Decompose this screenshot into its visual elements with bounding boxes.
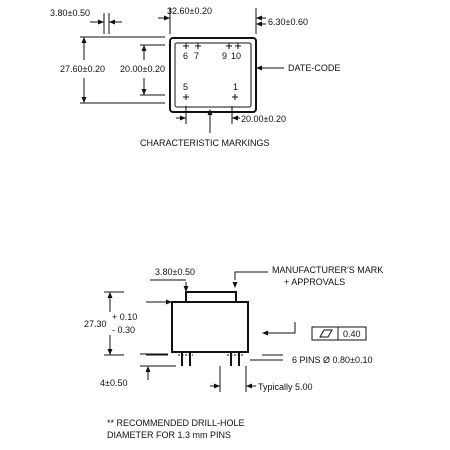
dim-left-offset-extension [103, 13, 110, 34]
manufacturer-leader [234, 271, 268, 280]
package-cap-side [185, 291, 237, 302]
manufacturer-mark-label: MANUFACTURER'S MARK [272, 265, 383, 275]
package-outline-top [169, 37, 257, 113]
dim-height-outer-label: 27.60±0.20 [60, 64, 105, 74]
dim-height-tol-minus: - 0.30 [112, 325, 135, 335]
dim-bottom-extension [185, 106, 233, 124]
top-view: 6 7 9 10 5 1 32.60±0.20 6.30±0.60 3.80±0… [50, 6, 340, 148]
pin-label-7: 7 [194, 51, 199, 61]
pin-label-5: 5 [183, 82, 188, 92]
dim-height-outer-extension [80, 36, 165, 104]
dim-height-side-value: 27.30 [84, 319, 107, 329]
pin-label-10: 10 [231, 51, 241, 61]
flatness-value: 0.40 [343, 329, 361, 339]
footnote-line2: DIAMETER FOR 1.3 mm PINS [107, 430, 231, 440]
pins-note-label: 6 PINS Ø 0.80±0.10 [292, 355, 373, 365]
flatness-symbol [311, 326, 367, 341]
typical-label: Typically 5.00 [258, 382, 313, 392]
pin-markers [183, 43, 241, 100]
side-view: 3.80±0.50 MANUFACTURER'S MARK + APPROVAL… [84, 265, 383, 392]
flatness-leader [268, 322, 296, 334]
footnote-line1: ** RECOMMENDED DRILL-HOLE [107, 418, 245, 428]
pin-label-6: 6 [183, 51, 188, 61]
dim-width-label: 32.60±0.20 [167, 6, 212, 16]
characteristic-markings-label: CHARACTERISTIC MARKINGS [140, 138, 270, 148]
dim-left-offset-label: 3.80±0.50 [50, 8, 90, 18]
pin-length-label: 4±0.50 [100, 378, 127, 388]
approvals-label: + APPROVALS [284, 277, 345, 287]
package-inner-outline-top [174, 42, 252, 108]
date-code-label: DATE-CODE [288, 63, 340, 73]
pin-label-1: 1 [233, 82, 238, 92]
dim-top-offset-label: 3.80±0.50 [155, 267, 195, 277]
dim-height-side-extension [104, 291, 124, 356]
dim-width-extension [169, 8, 257, 34]
dim-height-inner-label: 20.00±0.20 [120, 64, 165, 74]
package-body-side [171, 301, 249, 353]
pins-note-leader [250, 354, 283, 361]
dim-right-offset-label: 6.30±0.60 [268, 17, 308, 27]
pins-side [178, 352, 243, 366]
dim-height-tol-plus: + 0.10 [112, 312, 137, 322]
pin-label-9: 9 [222, 51, 227, 61]
dim-bottom-label: 20.00±0.20 [241, 114, 286, 124]
